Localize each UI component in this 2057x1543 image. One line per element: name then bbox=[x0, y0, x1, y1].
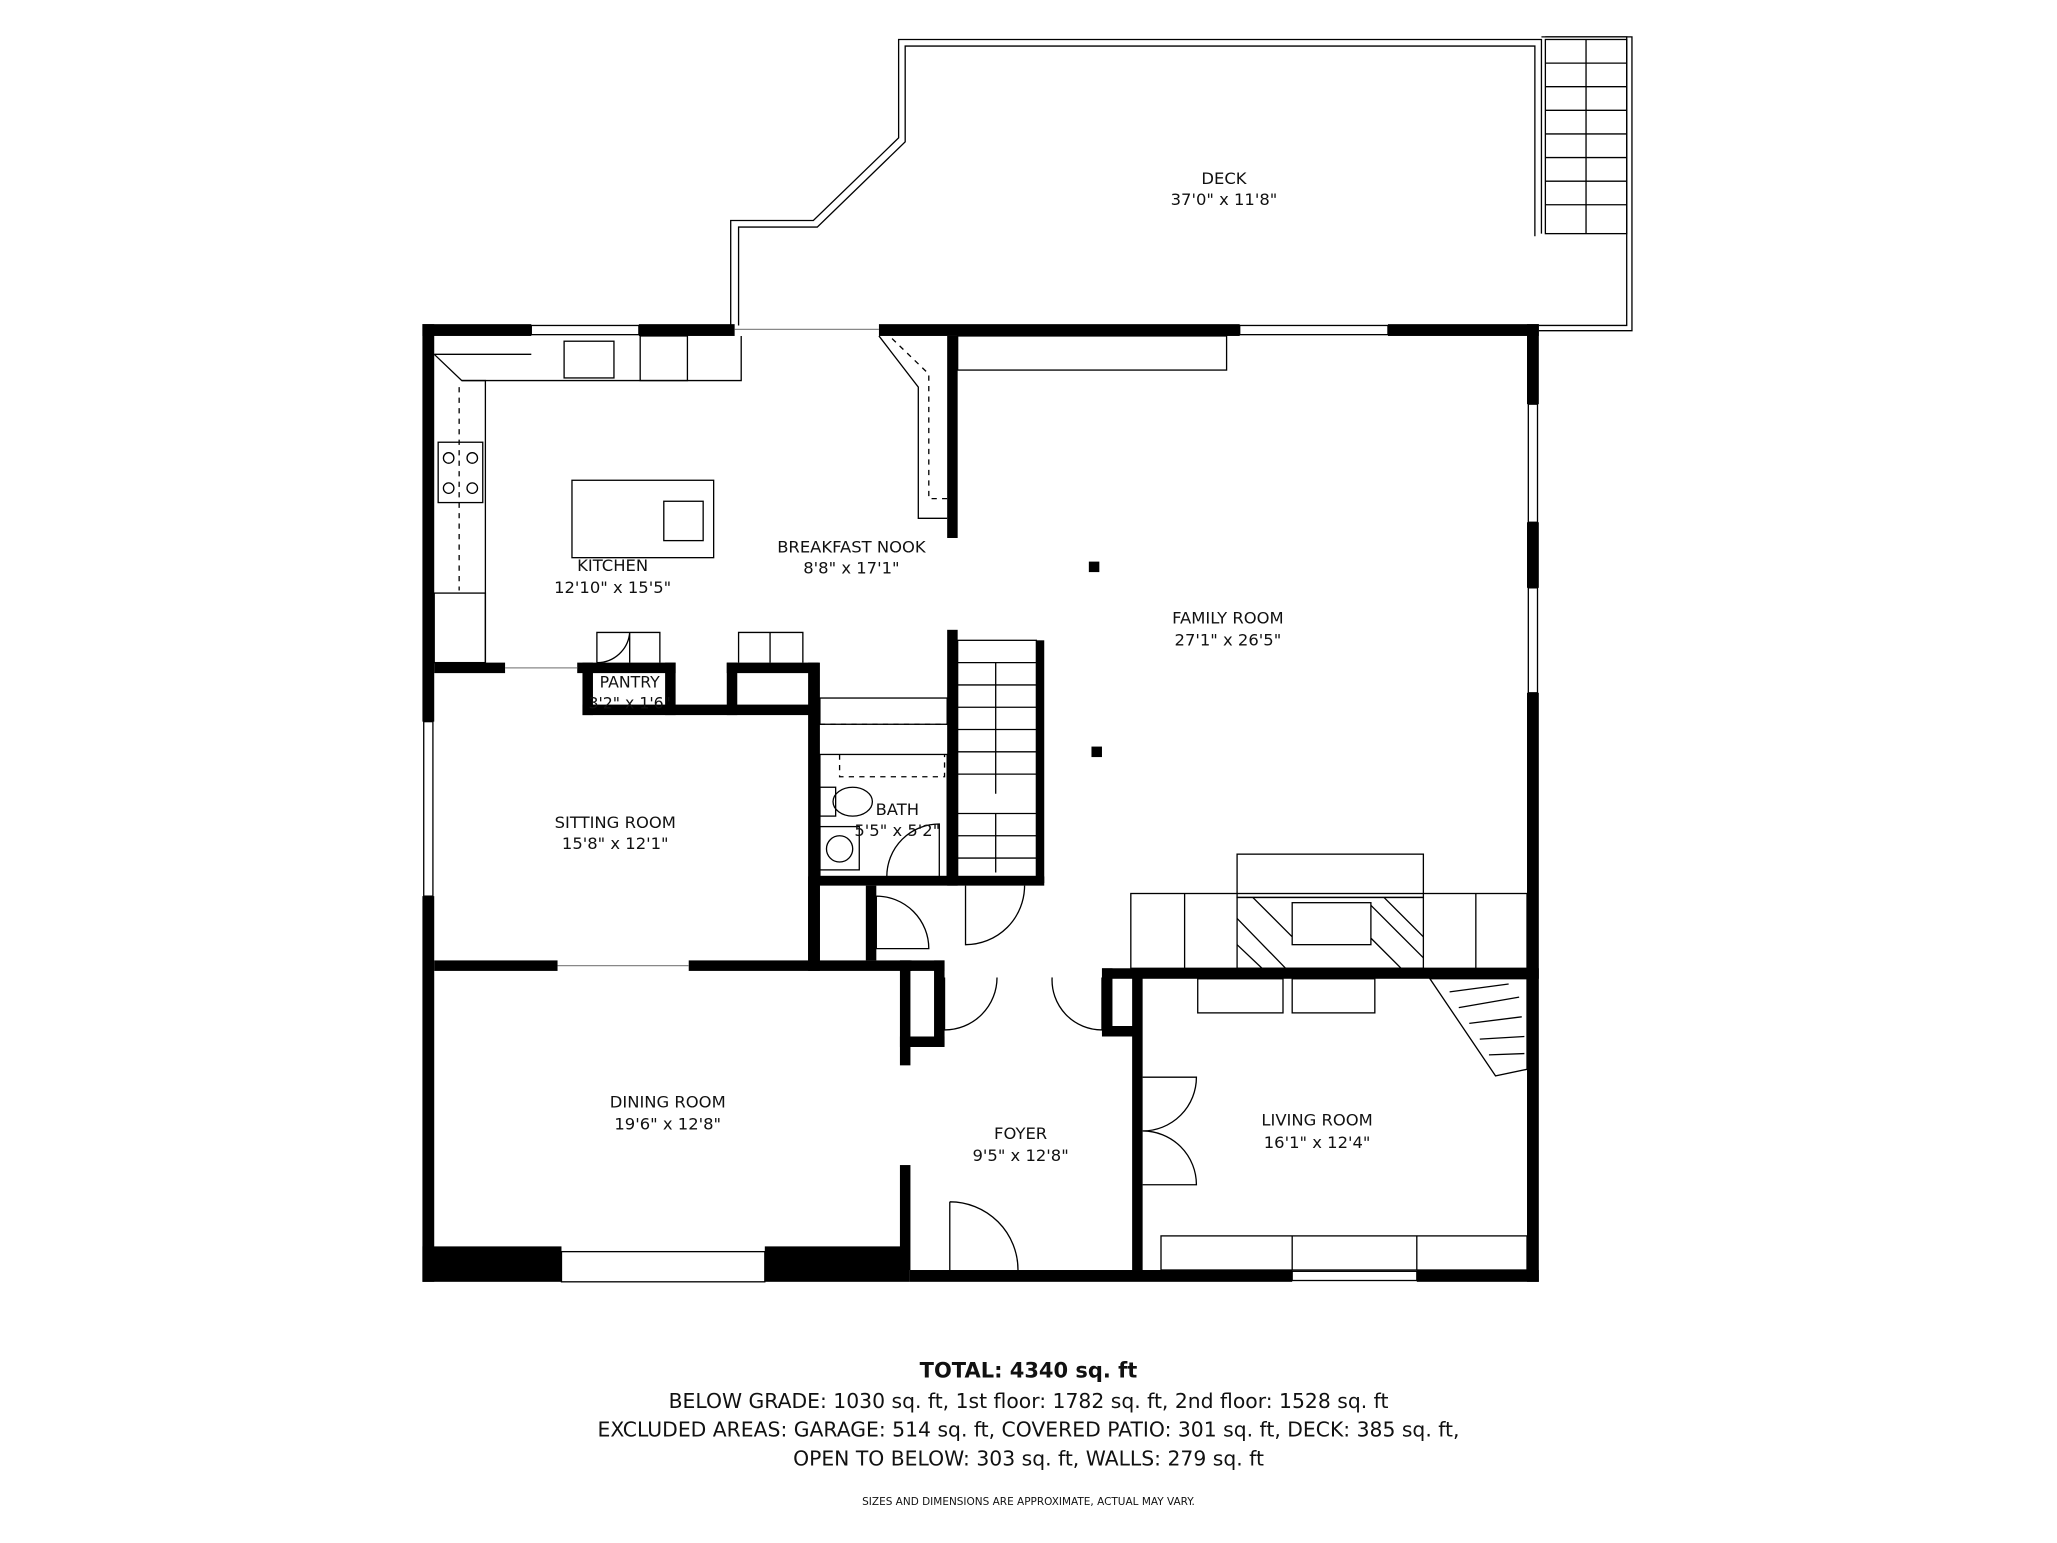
room-dims: 9'5" x 12'8" bbox=[972, 1146, 1068, 1165]
kitchen-island bbox=[571, 479, 715, 559]
room-dims: 15'8" x 12'1" bbox=[562, 834, 669, 853]
room-dims: 3'2" x 1'6" bbox=[588, 694, 670, 713]
total-area: TOTAL: 4340 sq. ft bbox=[920, 1359, 1138, 1383]
room-name: PANTRY bbox=[600, 673, 661, 692]
toilet bbox=[819, 786, 837, 817]
deck-outline bbox=[730, 36, 1633, 332]
room-name: BATH bbox=[876, 800, 919, 819]
room-label-foyer: FOYER 9'5" x 12'8" bbox=[972, 1124, 1068, 1165]
room-dims: 37'0" x 11'8" bbox=[1171, 190, 1278, 209]
room-dims: 19'6" x 12'8" bbox=[614, 1115, 721, 1134]
windows bbox=[423, 324, 1539, 1283]
room-label-pantry: PANTRY 3'2" x 1'6" bbox=[588, 673, 670, 713]
room-dims: 16'1" x 12'4" bbox=[1264, 1133, 1371, 1152]
room-label-sitting-room: SITTING ROOM 15'8" x 12'1" bbox=[555, 813, 676, 853]
room-name: DECK bbox=[1201, 169, 1247, 188]
room-dims: 5'5" x 5'2" bbox=[854, 821, 940, 840]
open-to-below: OPEN TO BELOW: 303 sq. ft, WALLS: 279 sq… bbox=[793, 1446, 1264, 1470]
room-name: FAMILY ROOM bbox=[1172, 608, 1284, 627]
room-label-family-room: FAMILY ROOM 27'1" x 26'5" bbox=[1172, 608, 1284, 649]
room-name: FOYER bbox=[994, 1124, 1047, 1143]
fireplace bbox=[957, 335, 1528, 1077]
room-dims: 8'8" x 17'1" bbox=[803, 558, 899, 577]
bath-sink bbox=[819, 825, 860, 871]
excluded-areas: EXCLUDED AREAS: GARAGE: 514 sq. ft, COVE… bbox=[597, 1418, 1459, 1442]
exterior-walls bbox=[422, 324, 1539, 1282]
doors bbox=[557, 885, 1198, 1271]
room-label-bath: BATH 5'5" x 5'2" bbox=[854, 800, 940, 840]
interior-walls bbox=[434, 335, 1539, 1271]
kitchen-fixtures bbox=[433, 335, 948, 725]
room-label-deck: DECK 37'0" x 11'8" bbox=[1171, 169, 1278, 209]
room-label-breakfast-nook: BREAKFAST NOOK 8'8" x 17'1" bbox=[777, 537, 927, 577]
room-dims: 12'10" x 15'5" bbox=[554, 578, 671, 597]
room-name: SITTING ROOM bbox=[555, 813, 676, 832]
kitchen-sink bbox=[563, 340, 615, 379]
room-label-living-room: LIVING ROOM 16'1" x 12'4" bbox=[1261, 1111, 1372, 1152]
disclaimer: SIZES AND DIMENSIONS ARE APPROXIMATE, AC… bbox=[862, 1496, 1195, 1508]
living-room-builtins bbox=[1160, 1235, 1528, 1271]
bath-fixtures bbox=[819, 753, 948, 878]
interior-stairs bbox=[957, 639, 1038, 878]
room-dims: 27'1" x 26'5" bbox=[1175, 631, 1282, 650]
room-name: LIVING ROOM bbox=[1261, 1111, 1372, 1130]
room-name: BREAKFAST NOOK bbox=[777, 537, 927, 556]
room-label-dining-room: DINING ROOM 19'6" x 12'8" bbox=[610, 1092, 726, 1133]
area-breakdown: BELOW GRADE: 1030 sq. ft, 1st floor: 178… bbox=[669, 1389, 1389, 1413]
room-label-kitchen: KITCHEN 12'10" x 15'5" bbox=[554, 556, 671, 597]
area-summary: TOTAL: 4340 sq. ft BELOW GRADE: 1030 sq.… bbox=[597, 1359, 1459, 1508]
deck-stairs bbox=[1544, 38, 1628, 235]
room-name: DINING ROOM bbox=[610, 1092, 726, 1111]
room-name: KITCHEN bbox=[577, 556, 648, 575]
